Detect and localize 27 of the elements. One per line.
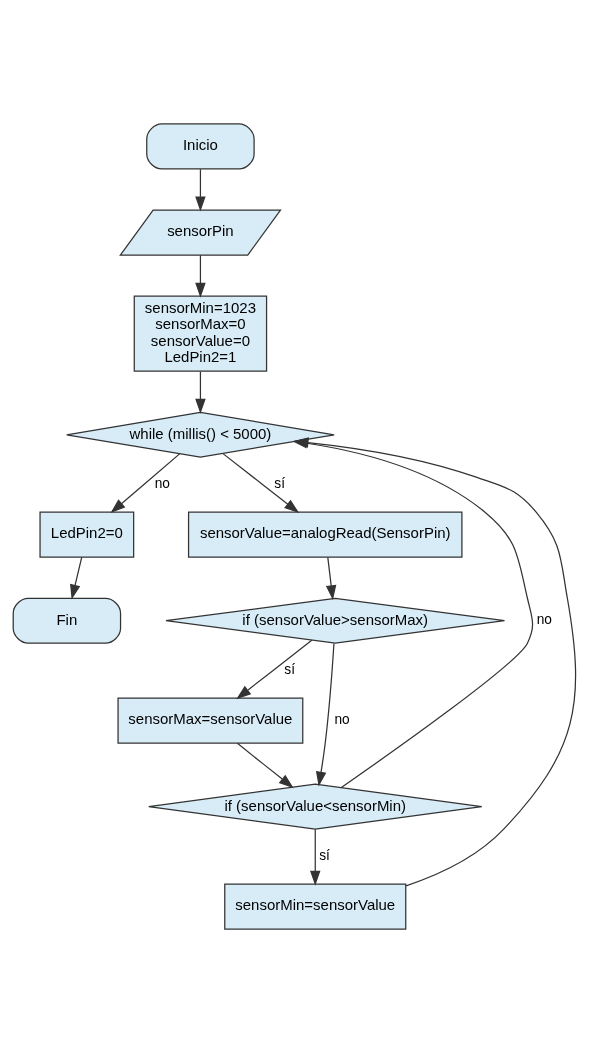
- node-diamond: if (sensorValue>sensorMax): [165, 597, 506, 644]
- edge-label: no: [334, 712, 350, 728]
- node-box: Fin: [12, 597, 122, 644]
- node-box: sensorMin=1023 sensorMax=0 sensorValue=0 LedPin2=1: [133, 295, 268, 372]
- node-box: Inicio: [146, 123, 255, 170]
- arrow: [195, 254, 206, 298]
- arrow: [236, 639, 313, 700]
- arrow: [110, 453, 181, 514]
- edge-label: sí: [319, 848, 330, 864]
- arrow: [310, 828, 321, 886]
- arrow: [325, 556, 337, 601]
- arrow: [70, 556, 83, 600]
- node-box: LedPin2=0: [39, 511, 135, 558]
- arrow: [222, 453, 300, 514]
- node-box: sensorMin=sensorValue: [224, 883, 407, 930]
- node-diamond: while (millis() < 5000): [66, 411, 335, 458]
- edge-label: sí: [284, 662, 295, 678]
- node-box: sensorValue=analogRead(SensorPin): [187, 511, 463, 558]
- arrow: [236, 742, 294, 789]
- node-diamond: if (sensorValue<sensorMin): [148, 783, 483, 830]
- arrow: [195, 168, 206, 212]
- node-box: sensorMax=sensorValue: [117, 697, 304, 744]
- edge-label: no: [154, 476, 170, 492]
- arrow: [195, 371, 206, 414]
- edge-label: sí: [274, 476, 286, 492]
- edge-label: no: [536, 612, 552, 628]
- arrow: [315, 642, 335, 787]
